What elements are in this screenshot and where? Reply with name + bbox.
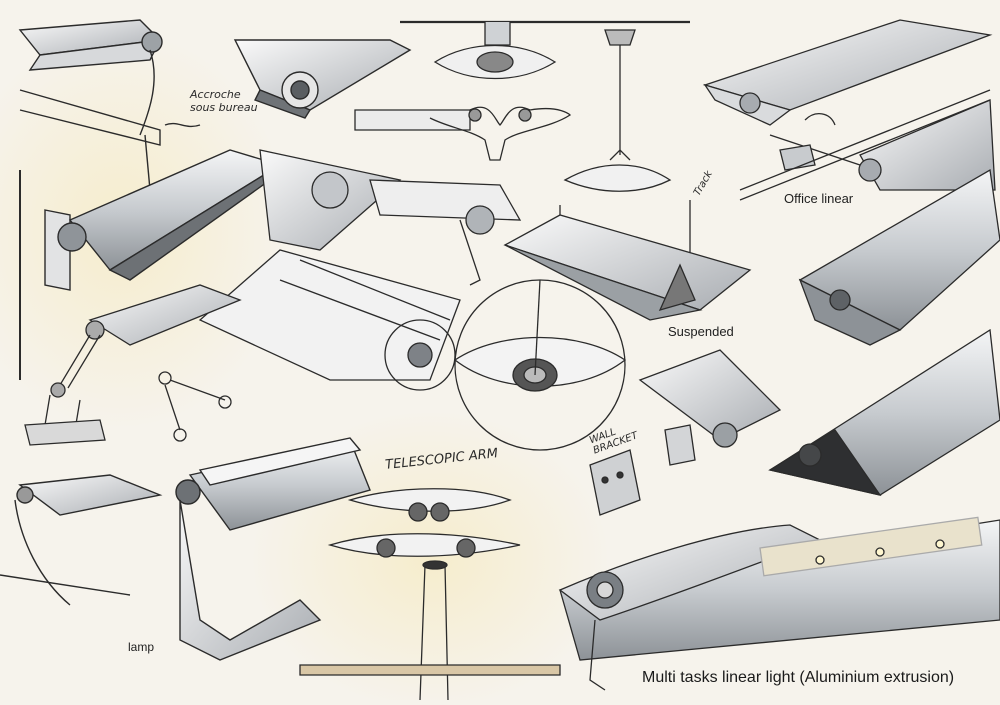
telescopic-arm-sketch bbox=[299, 488, 561, 701]
office-linear-sketch bbox=[702, 19, 996, 201]
suspended-label: Suspended bbox=[668, 324, 734, 339]
multi-task-linear-sketch bbox=[558, 516, 1000, 691]
note-under-desk: Accroche sous bureau bbox=[190, 88, 258, 114]
wall-bracket-sketch bbox=[589, 349, 782, 516]
y-bracket-sketch bbox=[354, 106, 572, 161]
sheet-caption: Multi tasks linear light (Aluminium extr… bbox=[642, 669, 955, 686]
articulated-arm-sketch bbox=[24, 284, 242, 446]
suspended-sketch bbox=[503, 200, 752, 321]
profile-right-sketch bbox=[768, 168, 1000, 497]
office-linear-label: Office linear bbox=[784, 191, 854, 206]
center-linear-sketch bbox=[198, 149, 627, 451]
ceiling-fixtures-sketch bbox=[400, 20, 690, 192]
desk-lamp-sketch bbox=[0, 437, 371, 661]
lamp-label: lamp bbox=[128, 640, 155, 654]
desk-clamp-lamp-sketch bbox=[18, 19, 201, 191]
spot-head-sketch bbox=[233, 39, 412, 119]
wall-lamp-sketch bbox=[19, 149, 282, 380]
